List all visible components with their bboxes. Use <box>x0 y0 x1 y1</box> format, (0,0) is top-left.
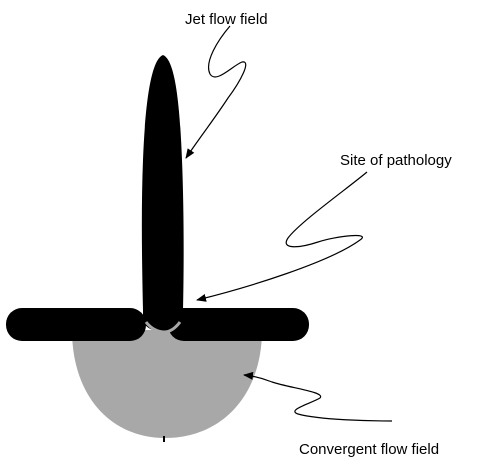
label-site-of-pathology: Site of pathology <box>340 152 452 169</box>
jet-leader-line <box>185 25 247 159</box>
label-convergent-flow-field: Convergent flow field <box>299 441 439 458</box>
valve-leaflet-left <box>6 308 146 341</box>
convergent-leader-line <box>243 371 393 422</box>
label-jet-flow-field: Jet flow field <box>185 11 268 28</box>
jet-flow-plume <box>141 55 184 332</box>
orifice-notch <box>144 321 182 334</box>
pathology-leader-line <box>196 171 368 302</box>
convergent-flow-region <box>72 330 262 438</box>
valve-leaflet-right <box>168 308 309 341</box>
